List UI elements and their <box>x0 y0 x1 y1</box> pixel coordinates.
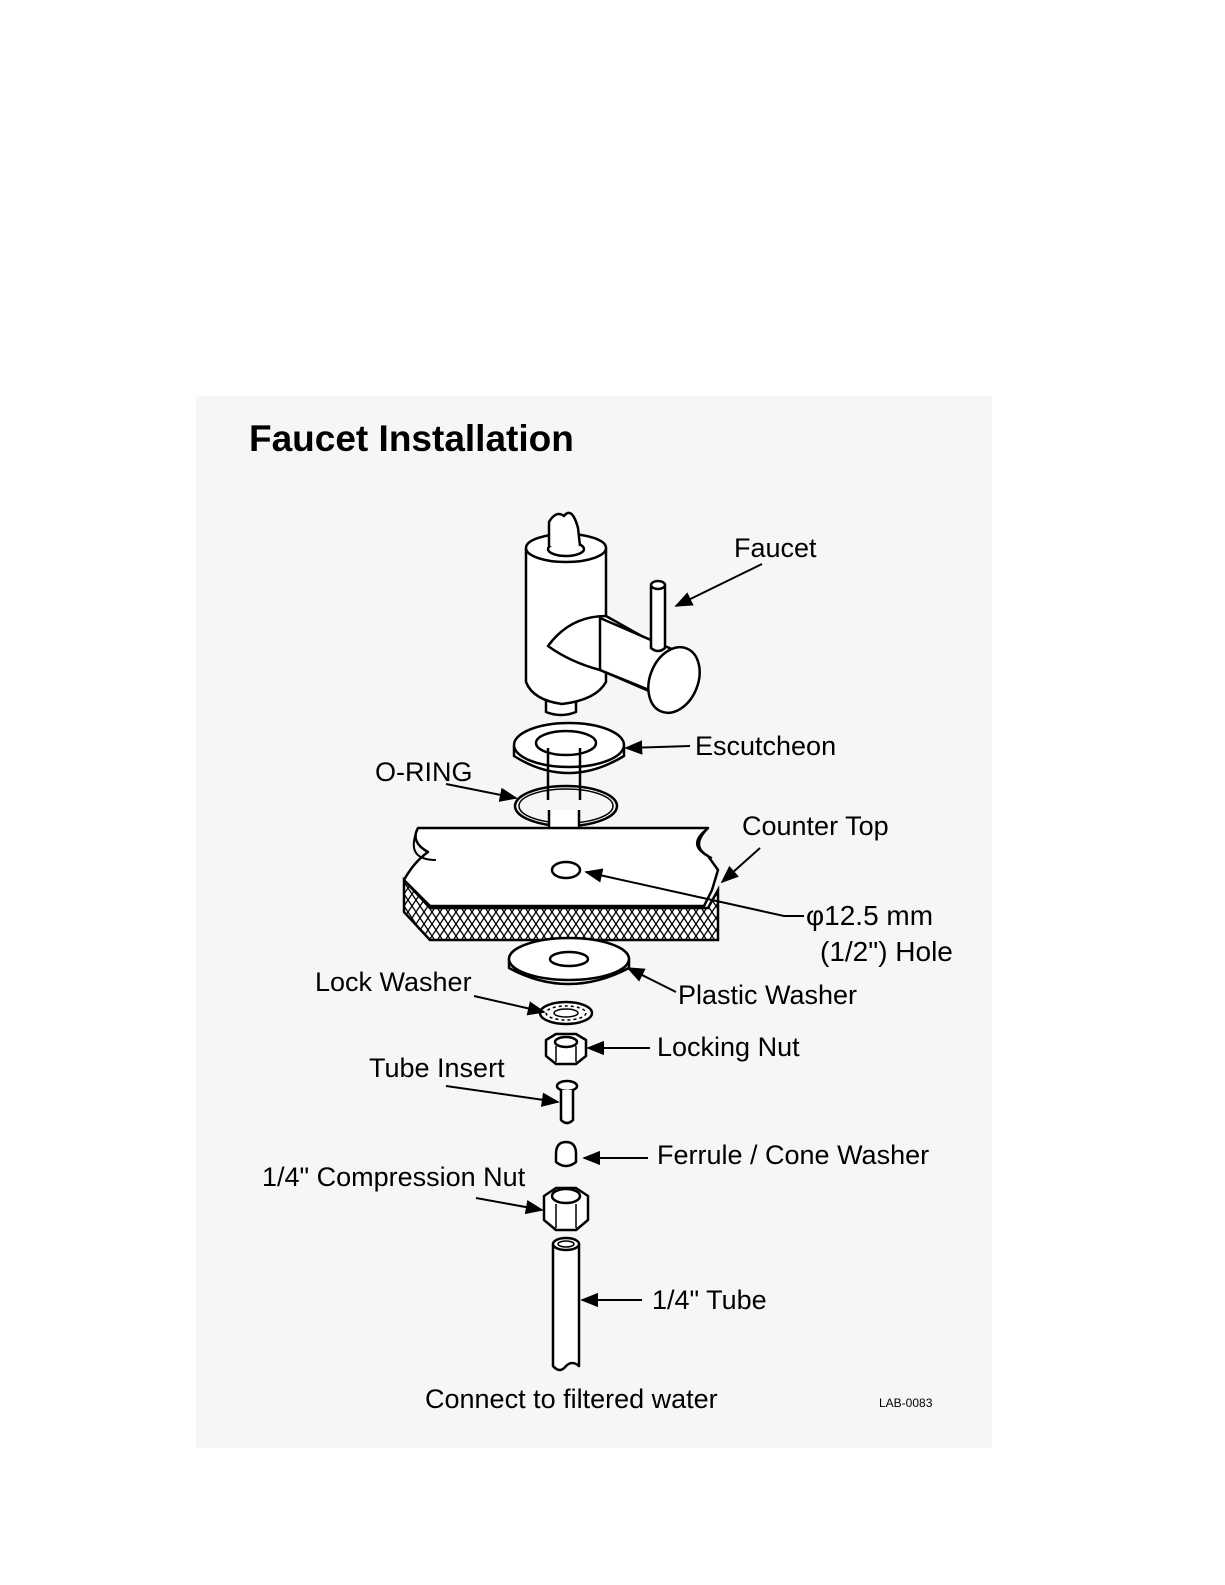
lock-washer-part <box>540 1002 592 1024</box>
compression-nut-part <box>544 1188 588 1230</box>
faucet-leader-arrow <box>676 564 762 606</box>
o-ring-label: O-RING <box>375 757 473 787</box>
lock-washer-leader-arrow <box>474 996 544 1012</box>
hole-size-label: φ12.5 mm <box>806 900 933 931</box>
plastic-washer-leader-arrow <box>628 968 676 992</box>
faucet-part <box>526 513 709 721</box>
counter-top-label: Counter Top <box>742 811 889 841</box>
tube-insert-leader-arrow <box>446 1086 558 1102</box>
drawing-code: LAB-0083 <box>879 1396 933 1410</box>
tube-insert-label: Tube Insert <box>369 1053 505 1083</box>
connect-note: Connect to filtered water <box>425 1384 718 1414</box>
escutcheon-label: Escutcheon <box>695 731 836 761</box>
escutcheon-leader-arrow <box>626 746 690 748</box>
lock-washer-label: Lock Washer <box>315 967 472 997</box>
compression-nut-leader-arrow <box>476 1198 542 1210</box>
locking-nut-part <box>546 1034 586 1064</box>
hole-size-inch-label: (1/2") Hole <box>820 936 953 967</box>
plastic-washer-label: Plastic Washer <box>678 980 857 1010</box>
locking-nut-label: Locking Nut <box>657 1032 800 1062</box>
ferrule-label: Ferrule / Cone Washer <box>657 1140 929 1170</box>
faucet-label: Faucet <box>734 533 817 563</box>
tube-insert-part <box>557 1081 577 1123</box>
plastic-washer-part <box>509 938 629 984</box>
ferrule-part <box>556 1142 576 1166</box>
compression-nut-label: 1/4" Compression Nut <box>262 1162 526 1192</box>
tube-part <box>553 1238 579 1370</box>
tube-label: 1/4" Tube <box>652 1285 767 1315</box>
counter-top-part <box>404 828 718 940</box>
counter-top-leader-arrow <box>722 848 760 882</box>
